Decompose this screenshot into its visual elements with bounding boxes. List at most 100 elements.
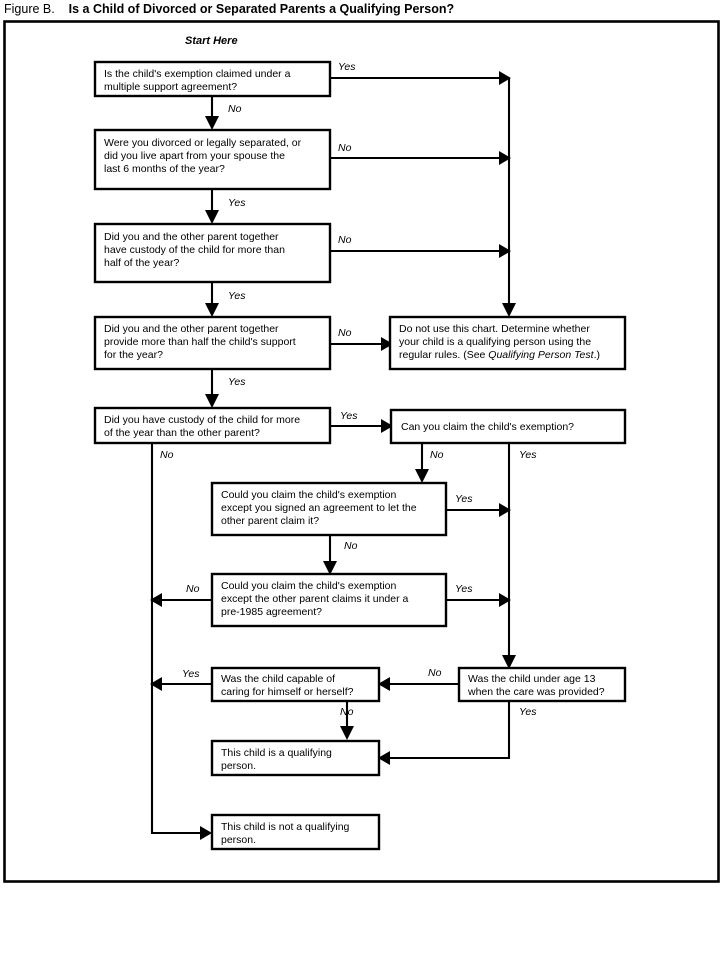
node-q2-divorced-or-separated[interactable]: Were you divorced or legally separated, … [93,128,332,191]
node-q8-box[interactable] [210,572,448,628]
arrowhead-q9-no [340,726,354,740]
arrowhead-q7-no [323,561,337,575]
arrowhead-q1-yes [499,71,511,85]
node-r2-box[interactable] [210,739,381,777]
node-q7-line1: Could you claim the child's exemption [221,489,397,501]
arrowhead-q9-yes [150,677,162,691]
edge-label-q9-no: No [340,706,354,718]
node-r1-line3-c: .) [594,349,600,361]
arrowhead-q6-yes [502,655,516,669]
connector-layer [150,71,516,840]
node-q2-line2: did you live apart from your spouse the [104,150,285,162]
edge-label-q7-yes: Yes [455,493,473,505]
node-r1-line3-italic: Qualifying Person Test [488,349,594,361]
figure-title: Figure B. Is a Child of Divorced or Sepa… [4,2,454,17]
node-q3-line3: half of the year? [104,257,179,269]
node-q8-line1: Could you claim the child's exemption [221,580,397,592]
edge-label-q8-no: No [186,583,200,595]
node-r1-line3: regular rules. (See Qualifying Person Te… [399,349,600,361]
edge-label-q3-no: No [338,234,352,246]
node-q9-box[interactable] [210,666,381,703]
edge-label-q2-yes: Yes [228,197,246,209]
arrowhead-q8-yes [499,593,511,607]
node-q4-line2: provide more than half the child's suppo… [104,336,296,348]
arrowhead-q2-yes [205,210,219,224]
node-q6-claim-exemption[interactable]: Can you claim the child's exemption? [389,408,627,445]
node-q2-box[interactable] [93,128,332,191]
arrowhead-q6-no [415,469,429,483]
arrowhead-q10-yes [378,751,390,765]
node-q2-line3: last 6 months of the year? [104,163,225,175]
node-r2-line2: person. [221,760,256,772]
edge-label-q8-yes: Yes [455,583,473,595]
node-q5-line2: of the year than the other parent? [104,427,260,439]
node-q5-box[interactable] [93,406,332,445]
figure-label: Figure B. [4,2,55,16]
node-q10-line1: Was the child under age 13 [468,673,596,685]
node-r3-box[interactable] [210,813,381,851]
arrowhead-q5-yes [381,419,393,433]
node-r1-box[interactable] [388,315,627,371]
node-q6-box[interactable] [389,408,627,445]
node-q1-line2: multiple support agreement? [104,81,237,93]
figure-border [3,20,720,883]
start-here-label: Start Here [185,35,238,47]
node-q9-line1: Was the child capable of [221,673,335,685]
node-q7-signed-agreement[interactable]: Could you claim the child's exemption ex… [210,481,448,537]
figure-heading: Is a Child of Divorced or Separated Pare… [68,2,455,16]
edge-q5-no [150,443,208,835]
edge-label-layer: Yes No No Yes No Yes No Yes Yes No No Ye… [160,61,537,718]
edge-label-q10-yes: Yes [519,706,537,718]
node-q9-line2: caring for himself or herself? [221,686,354,698]
edge-label-q3-yes: Yes [228,290,246,302]
edge-label-q6-no: No [430,449,444,461]
node-q1-line1: Is the child's exemption claimed under a [104,68,291,80]
node-r1-line1: Do not use this chart. Determine whether [399,323,590,335]
edge-label-q2-no: No [338,142,352,154]
edge-label-q5-no: No [160,449,174,461]
node-q7-line2: except you signed an agreement to let th… [221,502,417,514]
edge-label-q1-no: No [228,103,242,115]
node-r1-line2: your child is a qualifying person using … [399,336,591,348]
node-q4-half-support[interactable]: Did you and the other parent together pr… [93,315,332,371]
node-q3-box[interactable] [93,222,332,284]
node-q1-box[interactable] [93,60,332,98]
node-q7-line3: other parent claim it? [221,515,319,527]
node-q10-line2: when the care was provided? [467,686,605,698]
node-q1-multiple-support-agreement[interactable]: Is the child's exemption claimed under a… [93,60,332,98]
node-r1-do-not-use-chart[interactable]: Do not use this chart. Determine whether… [388,315,627,371]
node-q7-box[interactable] [210,481,448,537]
edge-q10-yes [382,700,511,760]
node-r2-line1: This child is a qualifying [221,747,332,759]
edge-label-q5-yes: Yes [340,410,358,422]
node-r3-not-qualifying-person[interactable]: This child is not a qualifying person. [210,813,381,851]
node-q5-custody-more-of-year[interactable]: Did you have custody of the child for mo… [93,406,332,445]
node-q8-line3: pre-1985 agreement? [221,606,322,618]
node-q3-joint-custody[interactable]: Did you and the other parent together ha… [93,222,332,284]
arrowhead-q4-no [381,337,393,351]
node-q4-box[interactable] [93,315,332,371]
arrowhead-q4-yes [205,394,219,408]
edge-label-q7-no: No [344,540,358,552]
node-q10-box[interactable] [457,666,627,703]
node-q9-capable-of-self-care[interactable]: Was the child capable of caring for hims… [210,666,381,703]
arrowhead-left-rail-to-r3 [200,826,212,840]
node-q10-under-age-13[interactable]: Was the child under age 13 when the care… [457,666,627,703]
edge-label-q1-yes: Yes [338,61,356,73]
node-q2-line1: Were you divorced or legally separated, … [104,137,302,149]
arrowhead-q2-no [499,151,511,165]
arrowhead-q8-no [150,593,162,607]
edge-label-q4-no: No [338,327,352,339]
node-q3-line2: have custody of the child for more than [104,244,285,256]
node-q8-line2: except the other parent claims it under … [221,593,409,605]
arrowhead-right-rail [502,303,516,317]
arrowhead-q10-no [378,677,390,691]
node-r2-is-qualifying-person[interactable]: This child is a qualifying person. [210,739,381,777]
node-q6-line1: Can you claim the child's exemption? [401,421,574,433]
edge-label-q10-no: No [428,667,442,679]
node-r1-line3-a: regular rules. (See [399,349,488,361]
node-q8-pre-1985-agreement[interactable]: Could you claim the child's exemption ex… [210,572,448,628]
node-r3-line1: This child is not a qualifying [221,821,350,833]
